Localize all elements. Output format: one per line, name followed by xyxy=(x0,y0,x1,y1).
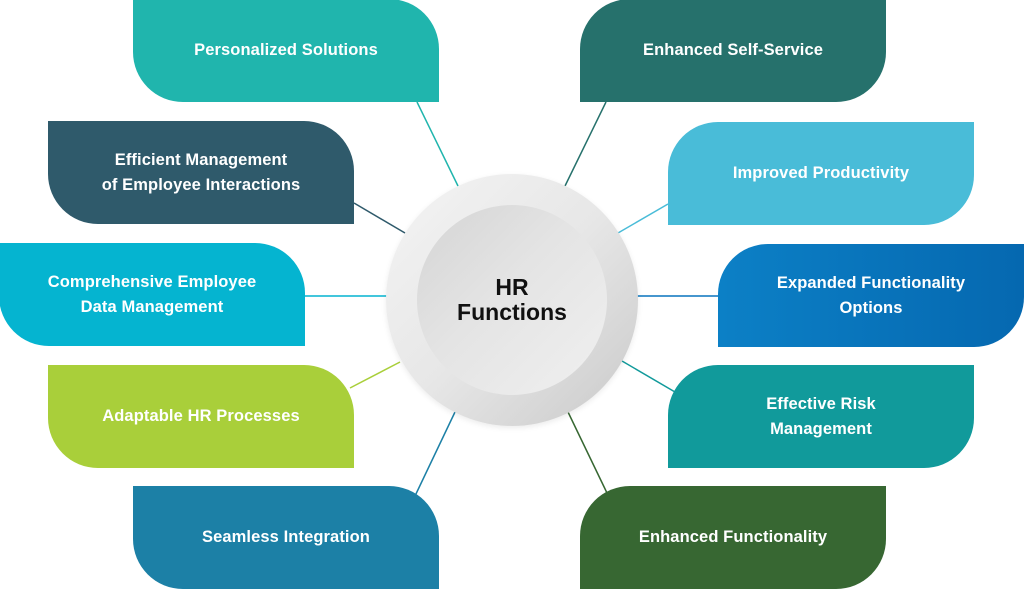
node-label-line2: Options xyxy=(839,298,903,317)
node-label-line2: of Employee Interactions xyxy=(101,175,301,194)
node-improved-productivity: Improved Productivity xyxy=(668,122,974,225)
connector-functionality xyxy=(567,411,608,494)
node-seamless-integration: Seamless Integration xyxy=(133,486,439,589)
node-efficient-management: Efficient Management of Employee Interac… xyxy=(48,121,354,224)
connector-seamless xyxy=(414,411,456,497)
connector-self-service xyxy=(564,101,607,187)
center-title-line2: Functions xyxy=(457,299,567,325)
node-label: Enhanced Functionality xyxy=(638,528,828,546)
node-effective-risk: Effective Risk Management xyxy=(668,365,974,468)
node-label-line2: Management xyxy=(770,419,872,438)
connector-productivity xyxy=(617,203,669,234)
connector-personalized xyxy=(416,101,459,187)
center-title-line1: HR xyxy=(495,274,529,300)
node-label: Improved Productivity xyxy=(732,164,910,182)
center-hub-inner: HR Functions xyxy=(417,205,607,395)
node-label: Adaptable HR Processes xyxy=(102,407,300,425)
node-label-line1: Effective Risk xyxy=(766,394,876,413)
node-label: Enhanced Self-Service xyxy=(642,41,823,59)
connector-adaptable xyxy=(349,361,401,389)
node-personalized-solutions: Personalized Solutions xyxy=(133,0,439,102)
node-label-line1: Expanded Functionality xyxy=(776,273,966,292)
node-label-line1: Efficient Management xyxy=(114,150,288,169)
node-label-line1: Comprehensive Employee xyxy=(47,272,257,291)
node-expanded-functionality: Expanded Functionality Options xyxy=(718,244,1024,347)
node-enhanced-functionality: Enhanced Functionality xyxy=(580,486,886,589)
center-title: HR Functions xyxy=(457,275,567,325)
connector-efficient xyxy=(353,202,406,234)
node-label: Seamless Integration xyxy=(202,528,370,546)
node-label: Personalized Solutions xyxy=(194,41,378,59)
node-label-line2: Data Management xyxy=(80,297,224,316)
node-enhanced-self-service: Enhanced Self-Service xyxy=(580,0,886,102)
connector-risk xyxy=(621,360,676,393)
center-hub: HR Functions xyxy=(386,174,638,426)
node-comprehensive-data: Comprehensive Employee Data Management xyxy=(0,243,305,346)
node-adaptable-hr: Adaptable HR Processes xyxy=(48,365,354,468)
